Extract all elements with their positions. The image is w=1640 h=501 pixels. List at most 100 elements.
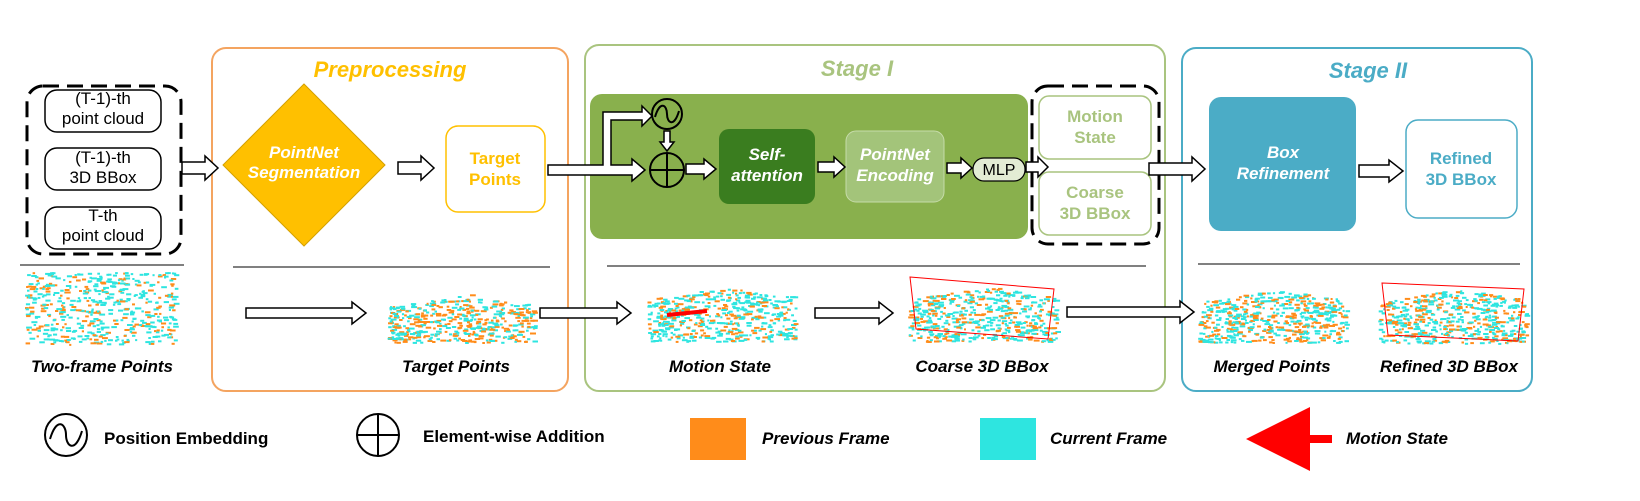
point	[466, 312, 471, 315]
point	[1022, 322, 1026, 324]
point	[82, 292, 89, 295]
point	[1444, 339, 1450, 342]
point	[419, 330, 423, 333]
point	[1199, 332, 1203, 335]
point	[1236, 328, 1239, 331]
arrow-bottom-3	[814, 300, 895, 326]
point	[1210, 304, 1213, 307]
point	[1312, 306, 1317, 309]
point	[1346, 327, 1349, 330]
point	[437, 324, 443, 327]
point	[694, 332, 699, 335]
point	[1400, 324, 1404, 327]
point	[1315, 319, 1318, 322]
point	[980, 326, 986, 329]
point	[147, 316, 152, 319]
point	[693, 336, 697, 338]
point	[42, 303, 47, 306]
point	[1022, 310, 1028, 313]
point	[922, 309, 928, 312]
point	[1050, 332, 1055, 335]
point	[1315, 321, 1322, 324]
point	[1013, 291, 1019, 294]
point	[1462, 296, 1467, 299]
point	[1242, 308, 1247, 311]
point	[93, 341, 100, 344]
point	[1396, 319, 1403, 322]
point	[1332, 323, 1338, 326]
point	[451, 306, 458, 309]
point	[786, 300, 793, 302]
point	[66, 297, 70, 300]
point	[1030, 296, 1037, 298]
arrow-stage1-to-stage2	[1148, 155, 1207, 183]
point	[767, 337, 771, 340]
point	[439, 328, 442, 331]
point	[391, 328, 398, 331]
point	[80, 324, 85, 327]
point	[1341, 305, 1345, 308]
point	[519, 311, 524, 314]
point	[725, 337, 731, 340]
point	[527, 338, 531, 341]
point	[1039, 319, 1044, 322]
point	[1203, 339, 1210, 342]
point	[1020, 297, 1024, 300]
point	[723, 340, 729, 343]
point	[1031, 319, 1035, 322]
point	[60, 294, 63, 297]
point	[123, 313, 129, 316]
point	[119, 282, 126, 285]
point	[43, 338, 49, 341]
point	[1425, 294, 1429, 297]
point	[93, 288, 97, 291]
point	[83, 290, 87, 292]
point	[492, 303, 499, 306]
point	[743, 313, 749, 316]
point	[1471, 306, 1475, 309]
point	[1015, 329, 1021, 332]
point	[1055, 316, 1059, 319]
point	[1053, 332, 1058, 335]
point	[161, 334, 166, 337]
point	[1392, 326, 1396, 328]
point	[996, 288, 1000, 291]
point	[119, 288, 125, 291]
point	[501, 312, 506, 314]
point	[1038, 326, 1042, 329]
point	[1280, 291, 1285, 294]
point	[1233, 330, 1238, 332]
point	[733, 317, 738, 320]
point	[395, 337, 401, 340]
point	[665, 310, 668, 312]
point	[1450, 306, 1456, 309]
point	[1024, 294, 1028, 297]
point	[990, 321, 994, 324]
point	[413, 318, 419, 321]
point	[674, 302, 678, 305]
point	[1423, 334, 1429, 337]
point	[751, 316, 756, 319]
point	[726, 293, 731, 296]
point	[30, 310, 35, 313]
point	[1007, 326, 1011, 329]
point	[394, 323, 399, 326]
point	[941, 298, 947, 300]
point	[74, 308, 77, 311]
point	[164, 294, 169, 297]
point	[1015, 300, 1022, 303]
point	[1450, 320, 1455, 323]
point	[1419, 318, 1426, 321]
point	[1293, 322, 1297, 325]
point	[157, 281, 160, 284]
point	[514, 340, 517, 343]
point	[967, 302, 973, 305]
point	[949, 302, 952, 305]
point	[102, 337, 108, 340]
point	[746, 291, 752, 294]
point	[951, 340, 956, 343]
point	[743, 338, 748, 341]
point	[1341, 330, 1345, 333]
point	[1460, 292, 1464, 295]
point	[1318, 312, 1323, 315]
